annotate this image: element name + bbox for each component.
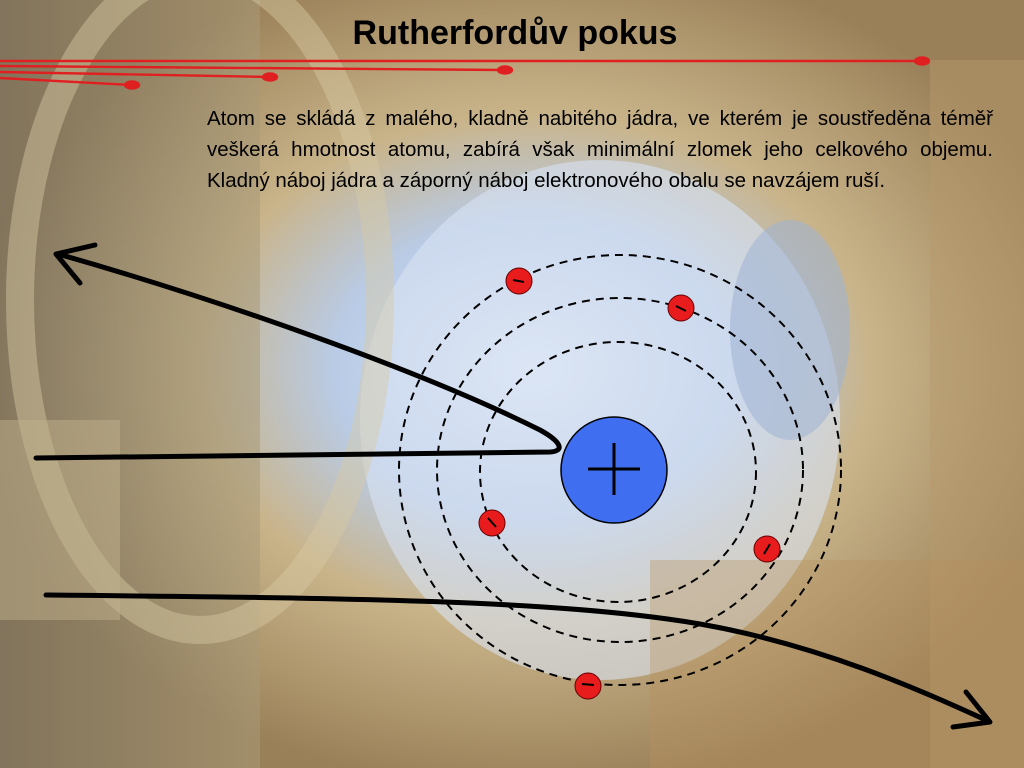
- nucleus: [560, 416, 668, 524]
- outer-orbit: [398, 254, 842, 686]
- slide-title: Rutherfordův pokus: [352, 14, 678, 52]
- inner-orbit: [436, 297, 804, 643]
- backscattered-trajectory-arrow: [33, 242, 562, 461]
- electron: [753, 535, 781, 563]
- electron: [574, 672, 602, 700]
- title-decoration: [0, 56, 931, 90]
- electron: [505, 267, 533, 295]
- innermost-orbit: [479, 341, 757, 603]
- body-text: Atom se skládá z malého, kladně nabitého…: [207, 107, 993, 192]
- electron: [667, 294, 695, 322]
- electron: [478, 509, 506, 537]
- deflected-trajectory-arrow: [43, 592, 993, 730]
